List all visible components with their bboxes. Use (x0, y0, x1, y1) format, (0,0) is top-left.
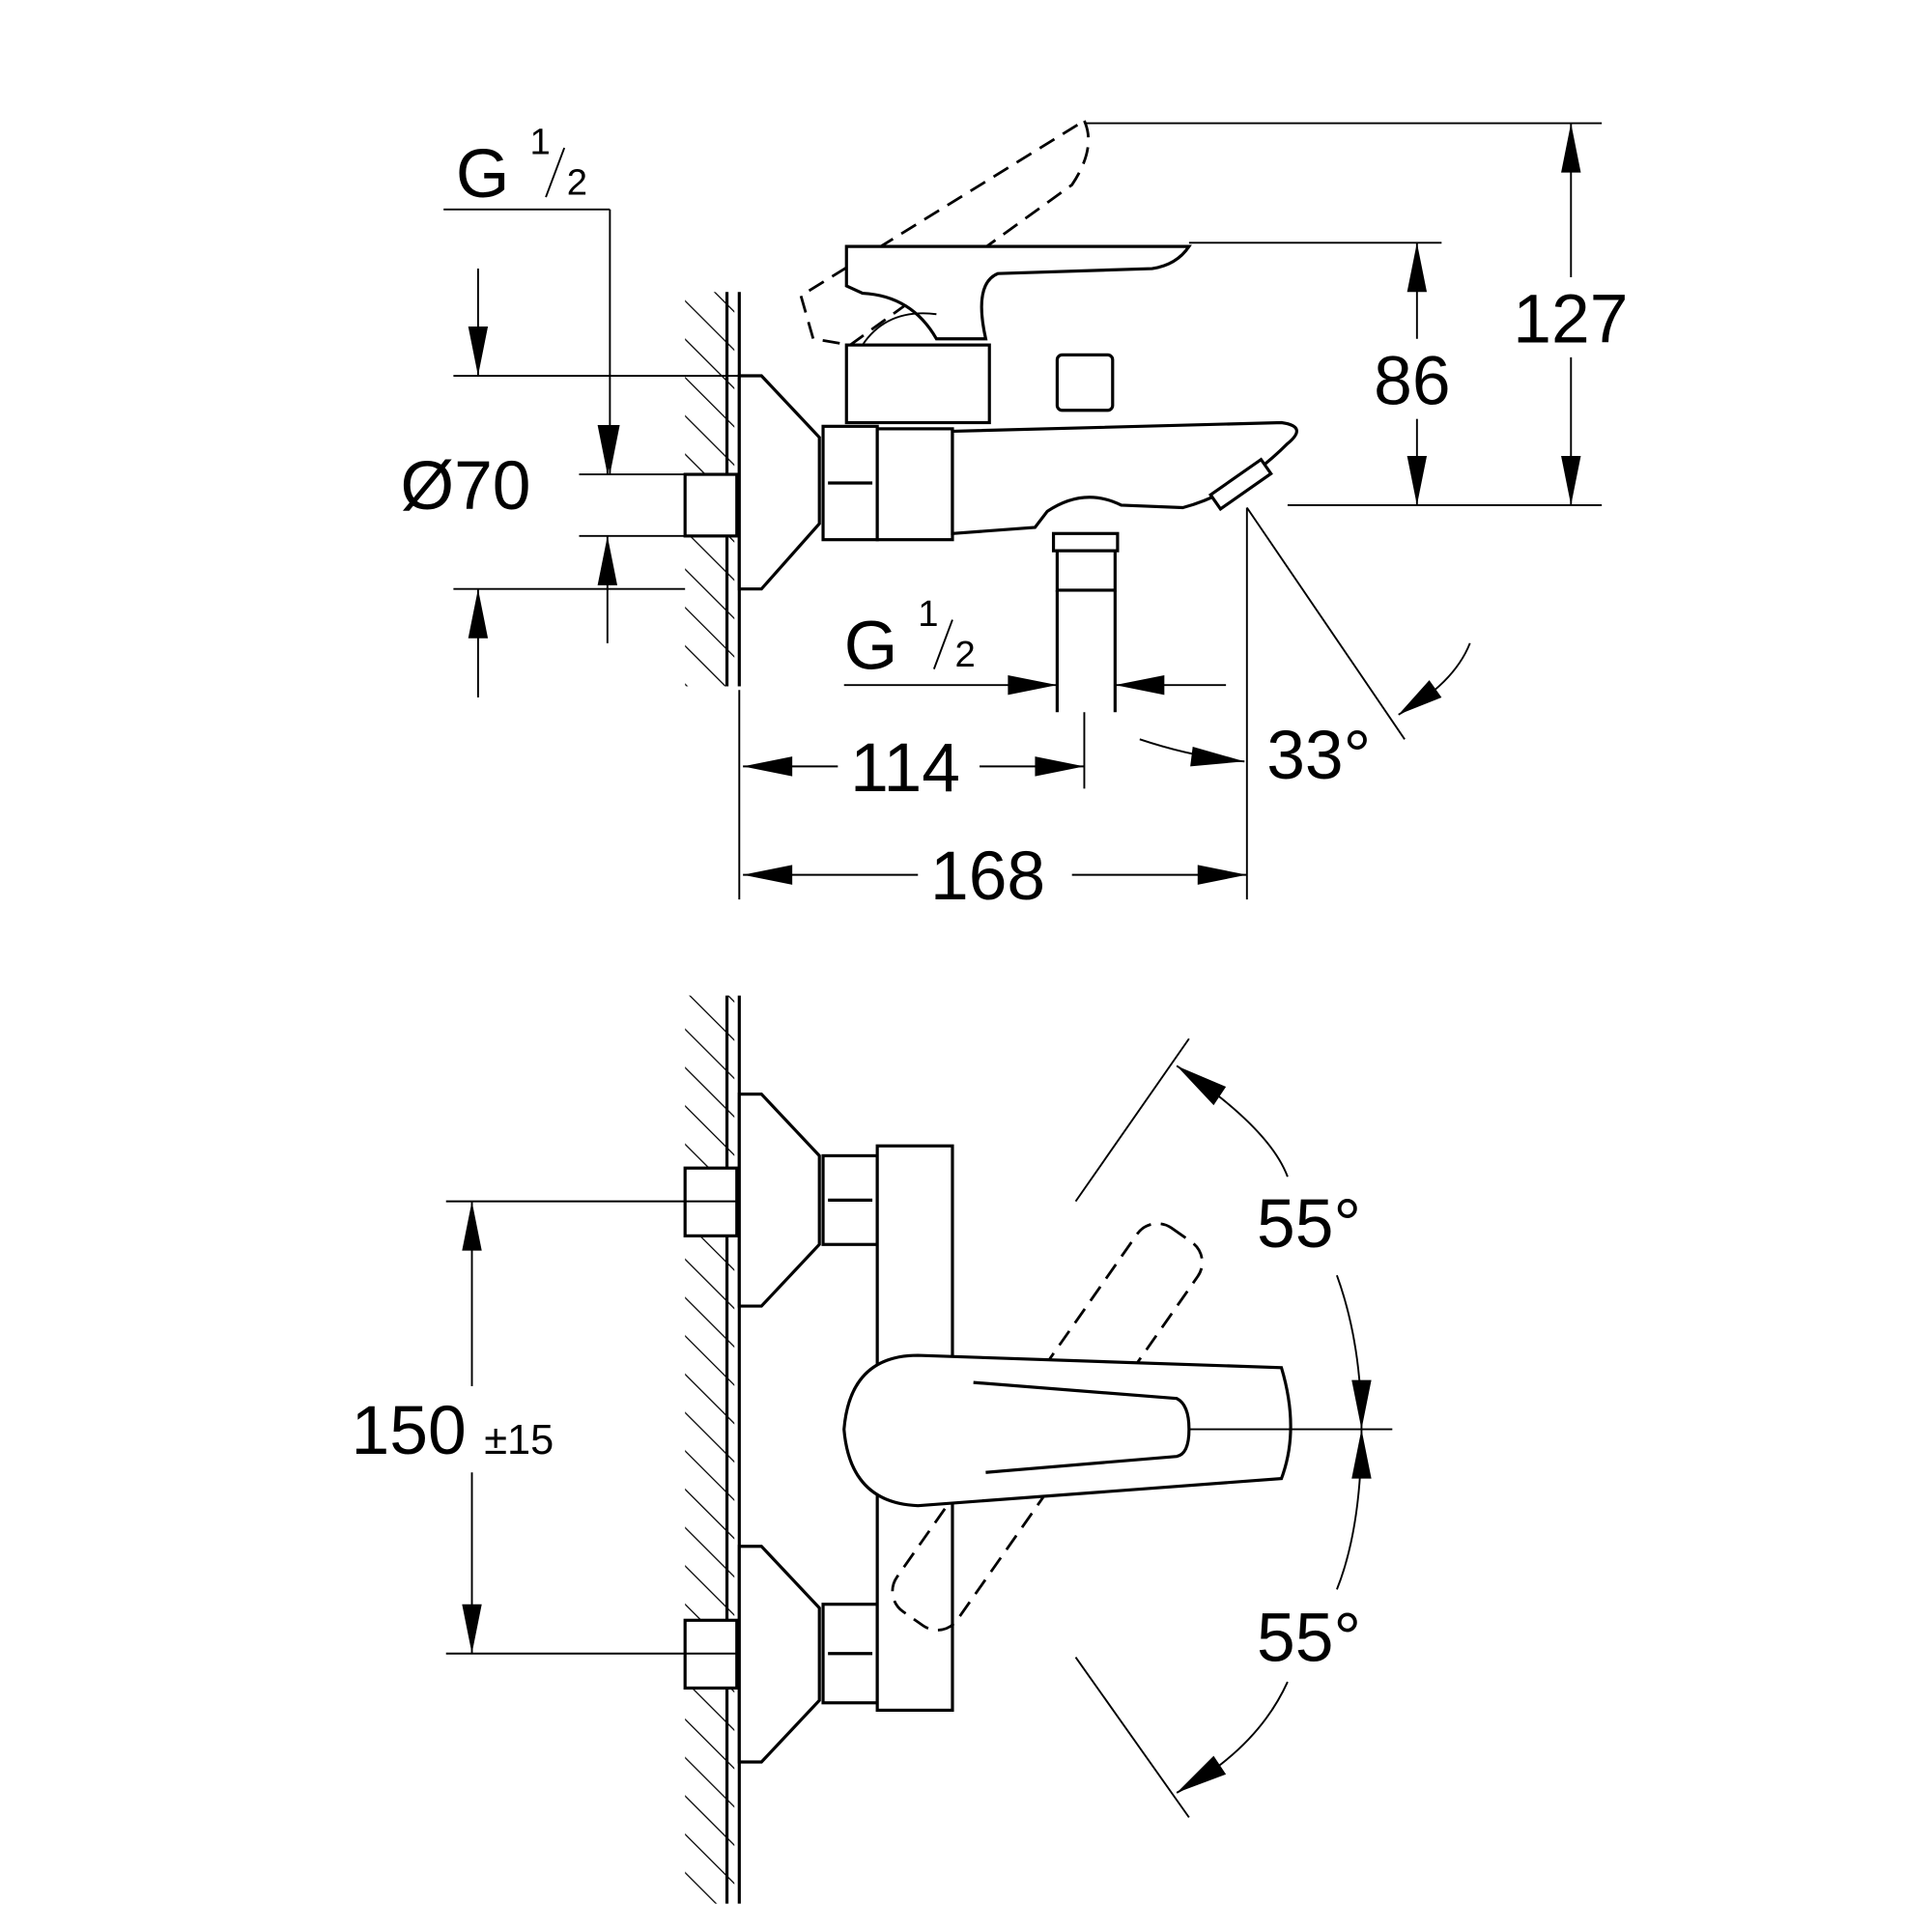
thread-bottom-g: G (844, 608, 898, 685)
thread-top-num: 1 (529, 121, 550, 162)
lever-dashed-open (799, 118, 1091, 347)
angle-33: 33° (1266, 717, 1371, 794)
thread-bottom-den: 2 (955, 634, 976, 675)
lever-handle (844, 244, 1192, 341)
dim-114: 114 (850, 729, 960, 807)
dim-diameter-70: Ø70 (401, 447, 531, 525)
front-view: 55° 55° 150 ±15 (345, 995, 1393, 1904)
dim-150: 150 (352, 1392, 467, 1469)
thread-top-den: 2 (567, 162, 587, 204)
escutcheon-upper (737, 1093, 821, 1308)
escutcheon-lower (737, 1545, 821, 1764)
diverter-knob (1055, 353, 1115, 412)
lever-base (844, 343, 991, 425)
aerator (1208, 457, 1273, 512)
bath-outlet (1055, 549, 1117, 592)
dim-tolerance: ±15 (484, 1417, 554, 1463)
escutcheon (737, 374, 821, 591)
dim-86: 86 (1374, 342, 1450, 419)
dim-168: 168 (930, 838, 1045, 915)
thread-bottom-num: 1 (918, 593, 938, 635)
angle-55-down: 55° (1257, 1599, 1361, 1676)
side-view: 127 86 114 168 33° Ø70 (401, 118, 1639, 915)
dim-127: 127 (1513, 281, 1628, 358)
body (875, 427, 954, 542)
thread-top-g: G (456, 135, 510, 213)
lever-front (842, 1353, 1293, 1508)
angle-55-up: 55° (1257, 1185, 1361, 1263)
connector (683, 472, 739, 538)
